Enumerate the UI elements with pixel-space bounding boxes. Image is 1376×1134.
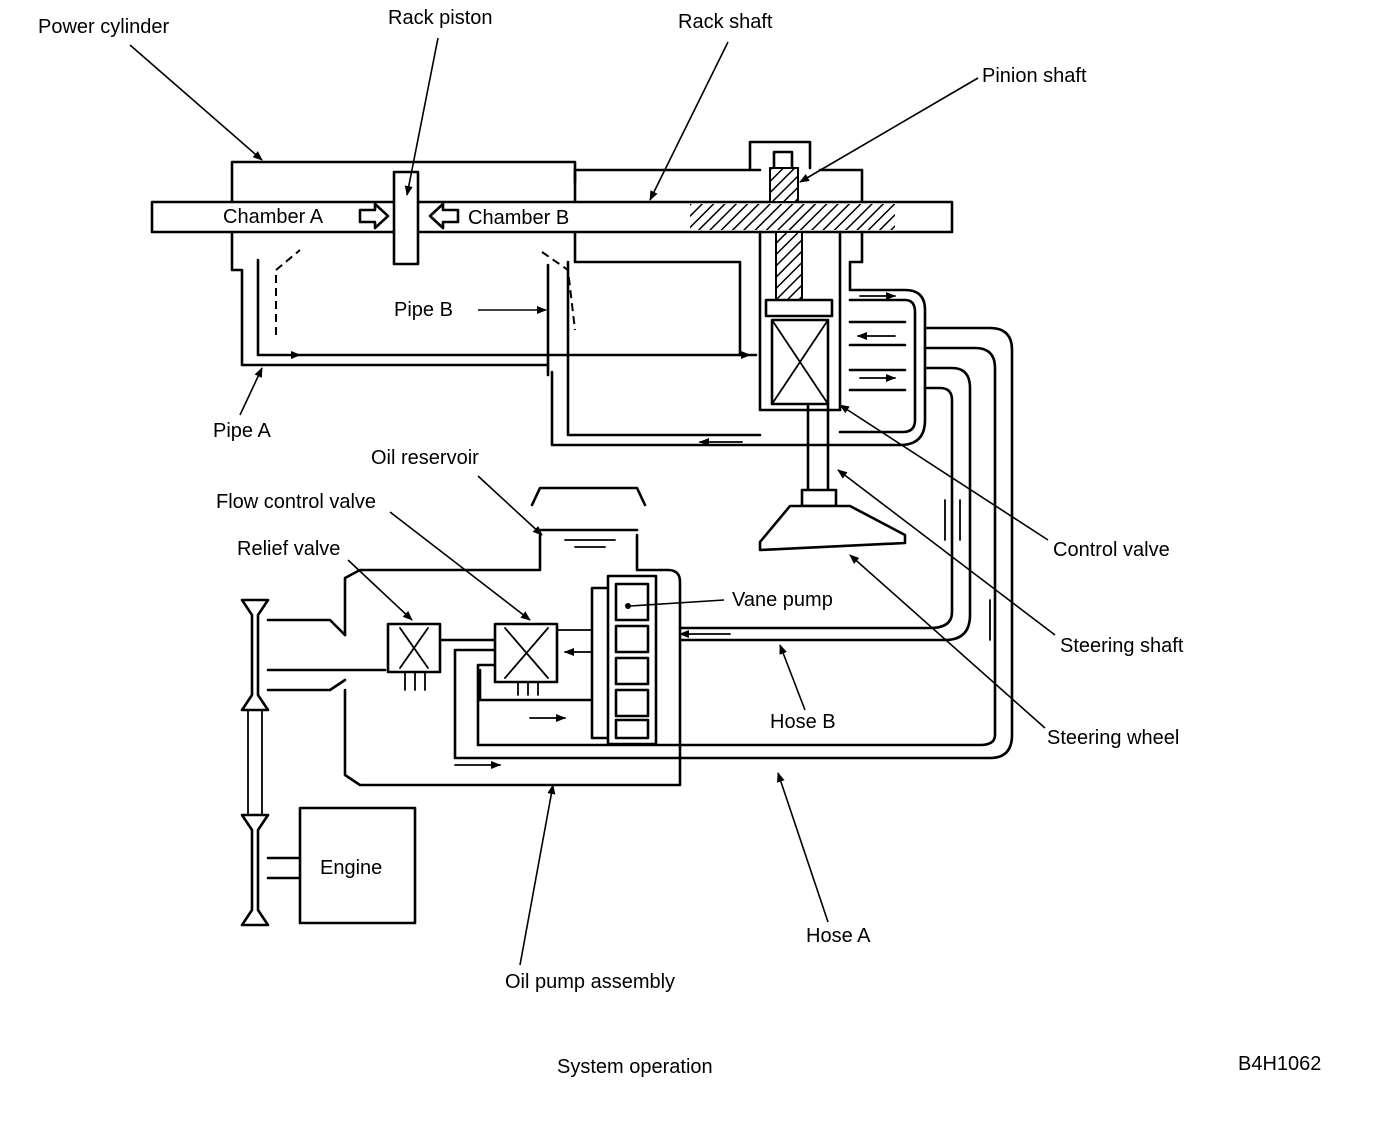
label-flow-control-valve: Flow control valve bbox=[216, 491, 376, 513]
label-pipe-a: Pipe A bbox=[213, 420, 271, 442]
label-steering-wheel: Steering wheel bbox=[1047, 727, 1179, 749]
rack-piston bbox=[392, 170, 420, 266]
label-engine: Engine bbox=[320, 857, 382, 879]
label-steering-shaft: Steering shaft bbox=[1060, 635, 1184, 657]
caption: System operation bbox=[557, 1056, 713, 1078]
label-rack-piston: Rack piston bbox=[388, 7, 493, 29]
label-control-valve: Control valve bbox=[1053, 539, 1170, 561]
flow-arrows bbox=[267, 292, 896, 446]
label-hose-a: Hose A bbox=[806, 925, 871, 947]
dashed-flow bbox=[275, 249, 576, 335]
label-relief-valve: Relief valve bbox=[237, 538, 340, 560]
chamber-arrows bbox=[358, 202, 460, 230]
hoses bbox=[453, 326, 1014, 769]
leader-lines bbox=[129, 37, 1056, 966]
engine-block bbox=[298, 806, 417, 925]
label-rack-shaft: Rack shaft bbox=[678, 11, 773, 33]
label-vane-pump: Vane pump bbox=[732, 589, 833, 611]
label-chamber-a: Chamber A bbox=[223, 206, 324, 228]
label-pipe-b: Pipe B bbox=[394, 299, 453, 321]
pinion-assembly bbox=[748, 140, 907, 552]
rack-shaft bbox=[150, 200, 954, 234]
label-oil-pump-assembly: Oil pump assembly bbox=[505, 971, 675, 993]
label-chamber-b: Chamber B bbox=[468, 207, 569, 229]
oil-pump-body bbox=[266, 486, 682, 787]
label-hose-b: Hose B bbox=[770, 711, 836, 733]
label-oil-reservoir: Oil reservoir bbox=[371, 447, 479, 469]
label-pinion-shaft: Pinion shaft bbox=[982, 65, 1087, 87]
belt-drive bbox=[240, 598, 302, 927]
power-cylinder bbox=[230, 160, 927, 447]
label-power-cylinder: Power cylinder bbox=[38, 16, 170, 38]
pipes bbox=[256, 258, 917, 437]
figure-code: B4H1062 bbox=[1238, 1053, 1321, 1075]
